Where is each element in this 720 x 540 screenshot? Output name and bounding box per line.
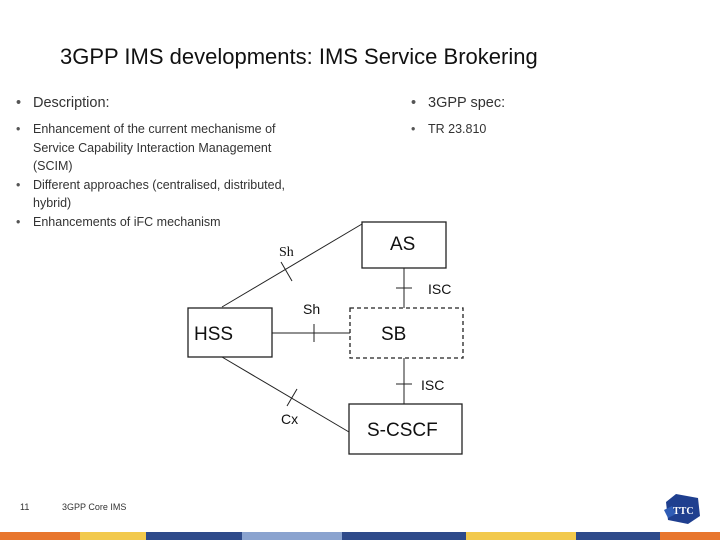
bar-segment	[0, 532, 80, 540]
footer-text: 3GPP Core IMS	[62, 502, 127, 512]
cx-label: Cx	[281, 411, 298, 427]
description-bullet: • Different approaches (centralised, dis…	[16, 177, 285, 211]
bar-segment	[466, 532, 576, 540]
bar-segment	[576, 532, 660, 540]
bullet-icon: •	[16, 177, 21, 192]
bullet-icon: •	[16, 122, 21, 136]
bullet-icon: •	[16, 214, 21, 229]
bar-segment	[342, 532, 466, 540]
sb-label: SB	[381, 324, 406, 345]
description-column: • Description: • Enhancement of the curr…	[14, 94, 314, 231]
bar-segment	[242, 532, 342, 540]
bar-segment	[146, 532, 242, 540]
page-number: 11	[20, 502, 30, 512]
ttc-logo: TTC	[664, 494, 700, 524]
hss-as-link	[221, 223, 363, 308]
bar-segment	[80, 532, 146, 540]
spec-column: • 3GPP spec: • TR 23.810	[409, 94, 699, 139]
slide-title: 3GPP IMS developments: IMS Service Broke…	[60, 44, 538, 69]
hss-box	[187, 307, 273, 358]
sh-top-tick	[280, 261, 293, 282]
footer-color-bar	[0, 532, 720, 540]
isc-bottom-label: ISC	[421, 377, 444, 393]
hss-label: HSS	[194, 324, 233, 345]
description-bullet: • Enhancement of the current mechanisme …	[16, 122, 276, 173]
sb-box	[349, 307, 464, 359]
bullet-icon: •	[411, 122, 416, 136]
spec-heading: • 3GPP spec:	[411, 95, 506, 111]
scscf-box	[348, 403, 463, 455]
bar-segment	[660, 532, 720, 540]
spec-bullet: • TR 23.810	[409, 120, 699, 139]
bullet-icon: •	[16, 95, 22, 111]
hss-scscf-link	[221, 356, 350, 433]
bullet-icon: •	[411, 95, 417, 111]
cx-tick	[286, 388, 298, 407]
sh-top-label: Sh	[279, 245, 294, 260]
description-bullet: • Enhancements of iFC mechanism	[14, 213, 314, 232]
logo-text: TTC	[673, 506, 694, 517]
as-box	[361, 221, 447, 269]
scscf-label: S-CSCF	[367, 420, 438, 441]
sh-mid-label: Sh	[303, 301, 320, 317]
isc-top-label: ISC	[428, 281, 451, 297]
description-heading: • Description:	[16, 95, 110, 111]
as-label: AS	[390, 234, 415, 255]
